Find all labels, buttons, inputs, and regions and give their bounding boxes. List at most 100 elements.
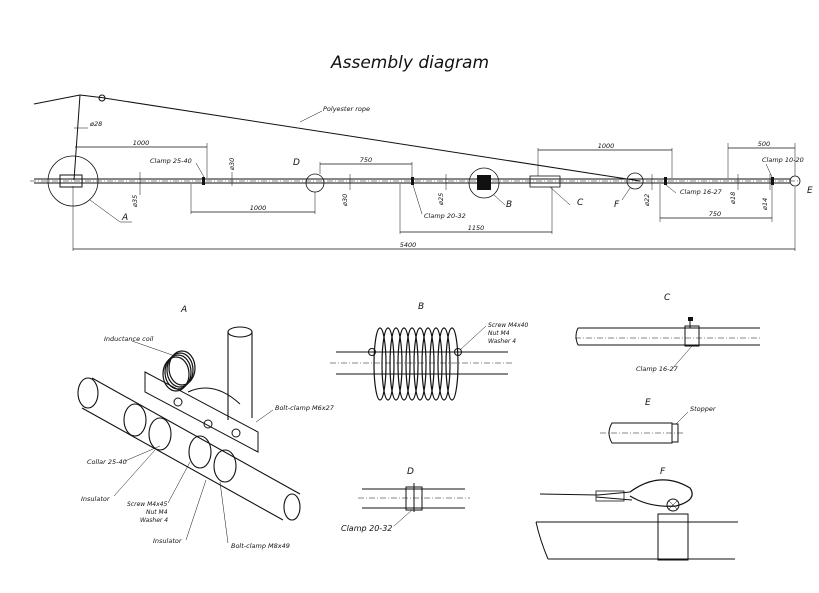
- detail-c: C Clamp 16-27: [575, 293, 762, 373]
- c-clamp-label: Clamp 16-27: [636, 365, 679, 373]
- dim-5400-label: 5400: [400, 241, 417, 249]
- bolt: [203, 419, 213, 429]
- detail-e: E Stopper: [600, 398, 717, 444]
- f-rope-1: [539, 491, 631, 496]
- clamp-20-32-label: Clamp 20-32: [424, 212, 466, 220]
- detail-f-heading: F: [660, 467, 666, 477]
- dim-1000-bottom-left-label: 1000: [250, 204, 267, 212]
- clamp-10-20-leader: [765, 163, 773, 178]
- callout-d-label: D: [293, 158, 300, 168]
- callout-b-leader: [493, 194, 506, 206]
- mast-vertical: [73, 94, 81, 181]
- bolt-clamp-bottom-label: Bolt-clamp M8x49: [231, 542, 290, 550]
- b-screw-right: [454, 348, 462, 356]
- clamp-mark: [202, 177, 205, 185]
- clamp-mark: [664, 177, 667, 185]
- detail-b-heading: B: [418, 302, 424, 312]
- clamp-16-27-label: Clamp 16-27: [680, 188, 723, 196]
- leader: [219, 481, 229, 544]
- c-clamp: [684, 325, 700, 347]
- f-thimble: [629, 479, 693, 507]
- d30b-label: ø30: [341, 194, 349, 207]
- f-rope-sleeve: [595, 490, 625, 502]
- mount-block: [59, 174, 83, 188]
- inductance-coil: [162, 350, 196, 392]
- washer-label: Washer 4: [140, 517, 168, 524]
- whip-right: [79, 94, 106, 99]
- leader: [113, 449, 156, 497]
- callout-circle-f: [626, 172, 644, 190]
- c-tube-end: [575, 327, 579, 346]
- callout-circle-b: [468, 167, 500, 199]
- f-clamp-screw: [666, 498, 680, 512]
- dim-1000-top-right-label: 1000: [598, 142, 615, 150]
- f-screw-cross: [668, 500, 678, 510]
- leader: [185, 479, 207, 541]
- diagram-title: Assembly diagram: [330, 53, 489, 73]
- rope-leader: [299, 110, 323, 123]
- callout-c-leader: [549, 186, 571, 206]
- dim-1000-top-left-label: 1000: [133, 139, 150, 147]
- bolt-clamp-top-label: Bolt-clamp M6x27: [275, 404, 335, 412]
- collar-label: Collar 25-40: [87, 458, 127, 466]
- e-tube: [608, 422, 673, 444]
- f-tube: [536, 521, 738, 560]
- bracket-arc: [187, 387, 241, 405]
- rope-label: Polyester rope: [323, 105, 370, 113]
- detail-c-heading: C: [664, 293, 671, 303]
- bracket-plate: [144, 371, 259, 453]
- bolt: [231, 428, 241, 438]
- leader: [675, 411, 689, 425]
- boom-tube: [81, 377, 301, 521]
- dim-750-mid-label: 750: [360, 156, 372, 164]
- leader: [124, 445, 161, 462]
- clamp-25-40-leader: [195, 162, 205, 178]
- b-washer-label: Washer 4: [488, 338, 516, 345]
- callout-a-label: A: [121, 213, 128, 223]
- d14-label: ø14: [761, 198, 769, 211]
- c-clamp-head: [688, 317, 693, 321]
- clamp-mark: [771, 177, 774, 185]
- callout-b-label: B: [506, 200, 512, 210]
- callout-a-leader: [89, 199, 121, 223]
- coil-block: [477, 175, 491, 190]
- d22-label: ø22: [643, 194, 651, 207]
- dim-500-label: 500: [758, 140, 770, 148]
- polyester-rope: [103, 97, 641, 182]
- clamp-16-27-leader: [665, 184, 677, 194]
- b-screw-left: [368, 348, 376, 356]
- insulator-left: [123, 403, 147, 437]
- callout-f-leader: [621, 187, 631, 201]
- callout-e-label: E: [807, 186, 813, 196]
- detail-d: D Clamp 20-32: [341, 467, 470, 533]
- detail-f: F: [535, 467, 738, 561]
- detail-d-heading: D: [407, 467, 414, 477]
- clamp-20-32-leader: [412, 184, 423, 215]
- detail-a: A Inductance coil Bolt-clamp M6x27: [77, 305, 335, 550]
- detail-b: B Screw M4x40 Nut M4 Washer 4: [330, 302, 528, 401]
- whip-left: [33, 94, 81, 105]
- dim-750-right-label: 750: [709, 210, 721, 218]
- insulator-1-label: Insulator: [81, 495, 111, 503]
- boom-end-left: [77, 377, 99, 409]
- d30a-label: ø30: [228, 158, 236, 171]
- clamp-mark: [411, 177, 414, 185]
- clamp-25-40-label: Clamp 25-40: [150, 157, 192, 165]
- leader: [671, 345, 693, 370]
- f-clamp: [657, 513, 689, 561]
- leader: [459, 325, 487, 351]
- mast-pipe-end: [227, 326, 253, 338]
- f-rope-2: [595, 496, 633, 501]
- inductance-coil-label: Inductance coil: [104, 335, 154, 343]
- b-coil: [373, 327, 459, 401]
- main-view: Polyester rope A D B C F E: [30, 94, 813, 251]
- detail-a-heading: A: [180, 305, 187, 315]
- d25-label: ø25: [437, 193, 445, 206]
- callout-f-label: F: [614, 200, 620, 210]
- leader: [255, 409, 274, 423]
- detail-e-heading: E: [645, 398, 651, 408]
- leader: [131, 340, 176, 357]
- f-tube-end: [535, 521, 549, 560]
- callout-box-c: [529, 175, 561, 188]
